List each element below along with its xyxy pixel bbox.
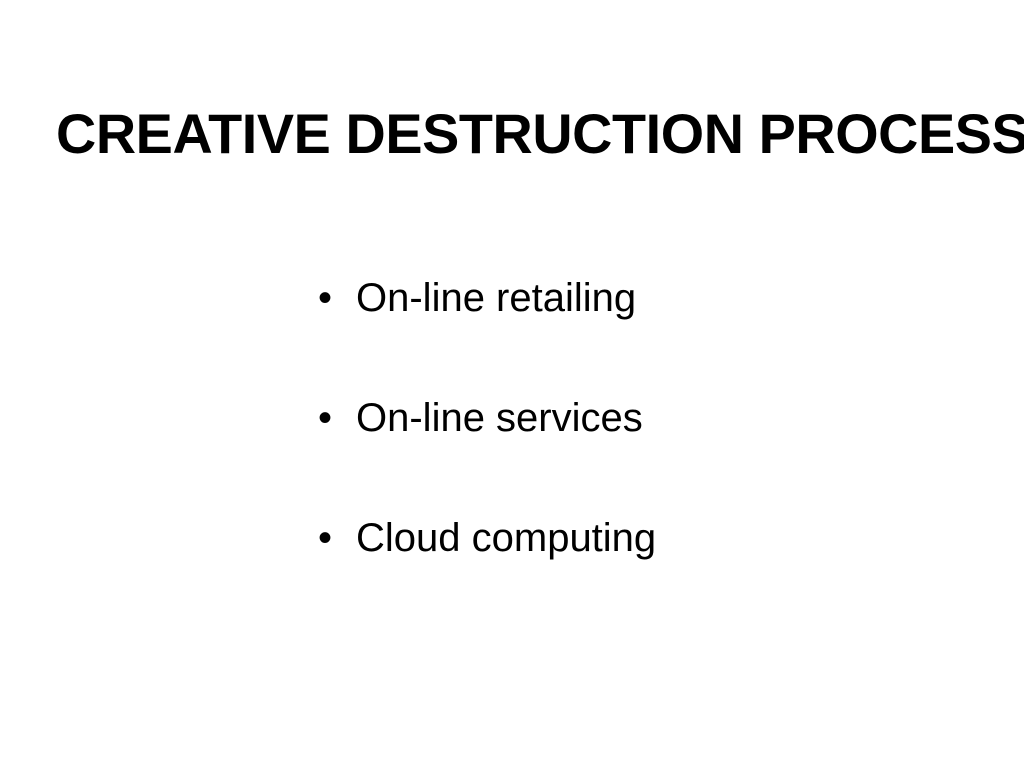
bullet-point-icon: • (318, 276, 333, 320)
page-title: CREATIVE DESTRUCTION PROCESSES (56, 101, 1024, 165)
list-item-label: On-line services (356, 396, 643, 440)
list-item: • On-line retailing (318, 274, 978, 394)
list-item: • Cloud computing (318, 514, 978, 634)
list-item-label: Cloud computing (356, 516, 657, 560)
bullet-point-icon: • (318, 396, 333, 440)
list-item-label: On-line retailing (356, 276, 637, 320)
list-item: • On-line services (318, 394, 978, 514)
bullet-list: • On-line retailing • On-line services •… (318, 274, 978, 634)
bullet-point-icon: • (318, 516, 333, 560)
